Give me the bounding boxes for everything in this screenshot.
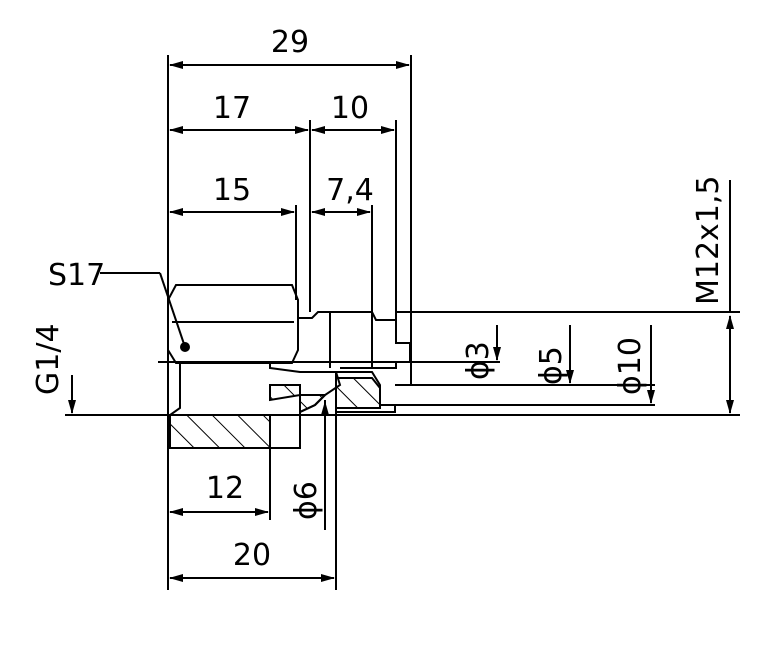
bore-section xyxy=(335,371,396,413)
label-g14: G1/4 xyxy=(31,323,66,395)
leader-line-s17-diag xyxy=(159,272,186,348)
label-d10: ϕ10 xyxy=(613,337,648,395)
label-m12: M12x1,5 xyxy=(691,175,726,305)
label-d3: ϕ3 xyxy=(461,341,496,380)
hatch-spigot xyxy=(335,377,381,409)
dim-label-10: 10 xyxy=(331,91,369,126)
spigot-outline xyxy=(298,311,411,369)
label-d6: ϕ6 xyxy=(289,481,324,520)
label-s17: S17 xyxy=(48,258,105,293)
hatch-body xyxy=(169,414,271,449)
dim-label-20: 20 xyxy=(233,538,271,573)
dim-label-15: 15 xyxy=(213,173,251,208)
dim-label-12: 12 xyxy=(206,471,244,506)
label-d5: ϕ5 xyxy=(534,346,569,385)
hatch-neck xyxy=(269,384,328,414)
dim-label-29: 29 xyxy=(271,25,309,60)
dim-label-74: 7,4 xyxy=(326,173,374,208)
dim-label-17: 17 xyxy=(213,91,251,126)
